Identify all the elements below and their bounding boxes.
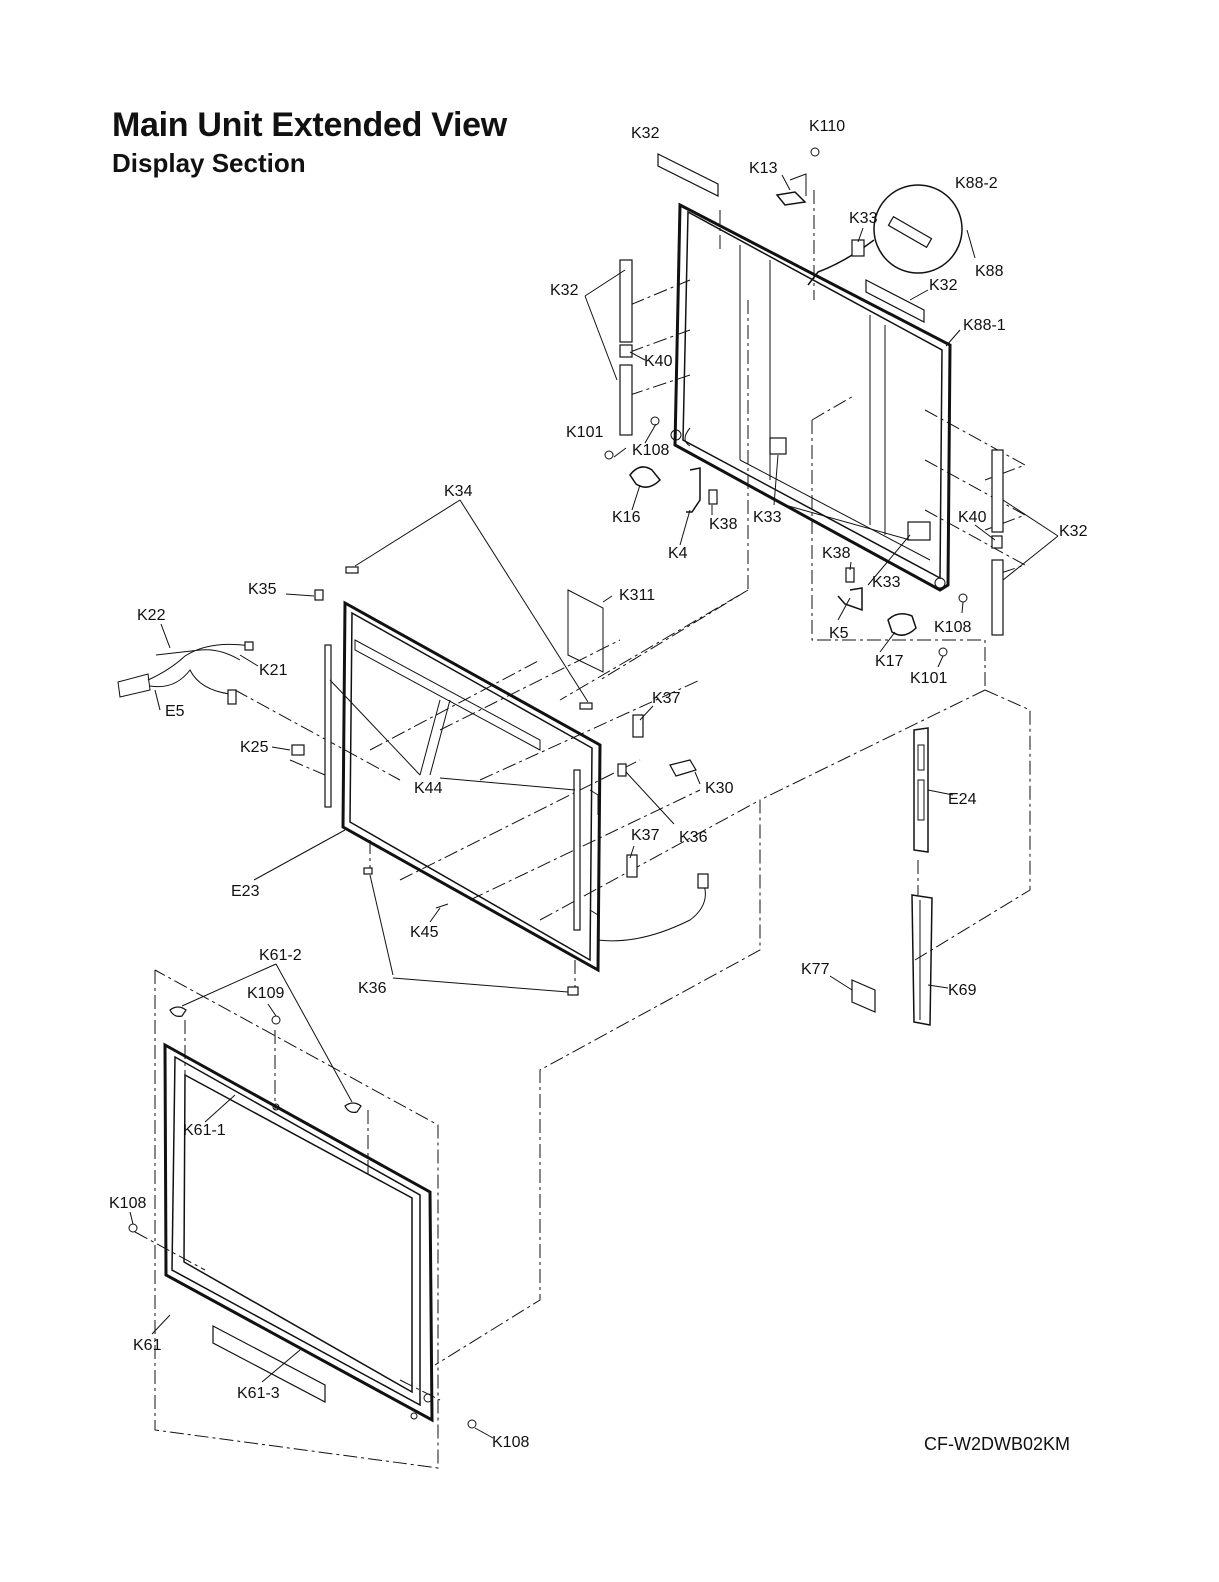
lcd-panel [292, 567, 708, 995]
label-k109: K109 [247, 985, 284, 1002]
leader-lines [130, 175, 1058, 1438]
label-k44: K44 [414, 780, 443, 797]
label-k35: K35 [248, 581, 277, 598]
label-k17: K17 [875, 653, 904, 670]
label-k38: K38 [709, 516, 738, 533]
label-k37-b: K37 [631, 827, 660, 844]
label-k108-d: K108 [492, 1434, 529, 1451]
label-e24: E24 [948, 791, 977, 808]
label-k33: K33 [849, 210, 878, 227]
label-k32: K32 [631, 125, 660, 142]
label-k88-2: K88-2 [955, 175, 998, 192]
label-k108: K108 [632, 442, 669, 459]
label-k22: K22 [137, 607, 166, 624]
label-k21: K21 [259, 662, 288, 679]
hinge-parts-top [605, 148, 967, 656]
k110-screw-icon [811, 148, 819, 156]
label-k88-1: K88-1 [963, 317, 1006, 334]
label-k88: K88 [975, 263, 1004, 280]
label-k38-b: K38 [822, 545, 851, 562]
k101-screw-icon [605, 451, 613, 459]
label-k311: K311 [619, 587, 655, 604]
label-k108-b: K108 [934, 619, 971, 636]
label-k37: K37 [652, 690, 681, 707]
label-e5: E5 [165, 703, 185, 720]
label-k34: K34 [444, 483, 473, 500]
k108-screw-icon-4 [468, 1420, 476, 1428]
label-k61-1: K61-1 [183, 1122, 226, 1139]
label-k45: K45 [410, 924, 439, 941]
label-k33-c: K33 [872, 574, 901, 591]
k108-screw-icon [651, 417, 659, 425]
k88-2-detail-circle [874, 185, 962, 273]
label-k32-b: K32 [929, 277, 958, 294]
label-k32-c: K32 [550, 282, 579, 299]
display-cables [118, 642, 253, 704]
k109-screw-icon [272, 1016, 280, 1024]
label-k30: K30 [705, 780, 734, 797]
label-k77: K77 [801, 961, 830, 978]
label-k101-b: K101 [910, 670, 947, 687]
label-k101: K101 [566, 424, 603, 441]
front-bezel [129, 1007, 476, 1428]
label-k61-3: K61-3 [237, 1385, 280, 1402]
label-k16: K16 [612, 509, 641, 526]
label-k69: K69 [948, 982, 977, 999]
label-k4: K4 [668, 545, 688, 562]
label-k25: K25 [240, 739, 269, 756]
label-k13: K13 [749, 160, 778, 177]
label-k40-b: K40 [958, 509, 987, 526]
label-k5: K5 [829, 625, 849, 642]
label-k36: K36 [679, 829, 708, 846]
label-k61-2: K61-2 [259, 947, 302, 964]
label-k32-d: K32 [1059, 523, 1088, 540]
label-k40: K40 [644, 353, 673, 370]
label-k36-b: K36 [358, 980, 387, 997]
label-k110: K110 [809, 118, 845, 135]
label-k108-c: K108 [109, 1195, 146, 1212]
k108-screw-icon-3 [129, 1224, 137, 1232]
assembly-guide-lines [135, 190, 1030, 1468]
k101-screw-icon-2 [939, 648, 947, 656]
hinge-covers-right [852, 728, 932, 1025]
label-k61: K61 [133, 1337, 162, 1354]
label-e23: E23 [231, 883, 260, 900]
label-k33-b: K33 [753, 509, 782, 526]
k108-screw-icon-2 [959, 594, 967, 602]
